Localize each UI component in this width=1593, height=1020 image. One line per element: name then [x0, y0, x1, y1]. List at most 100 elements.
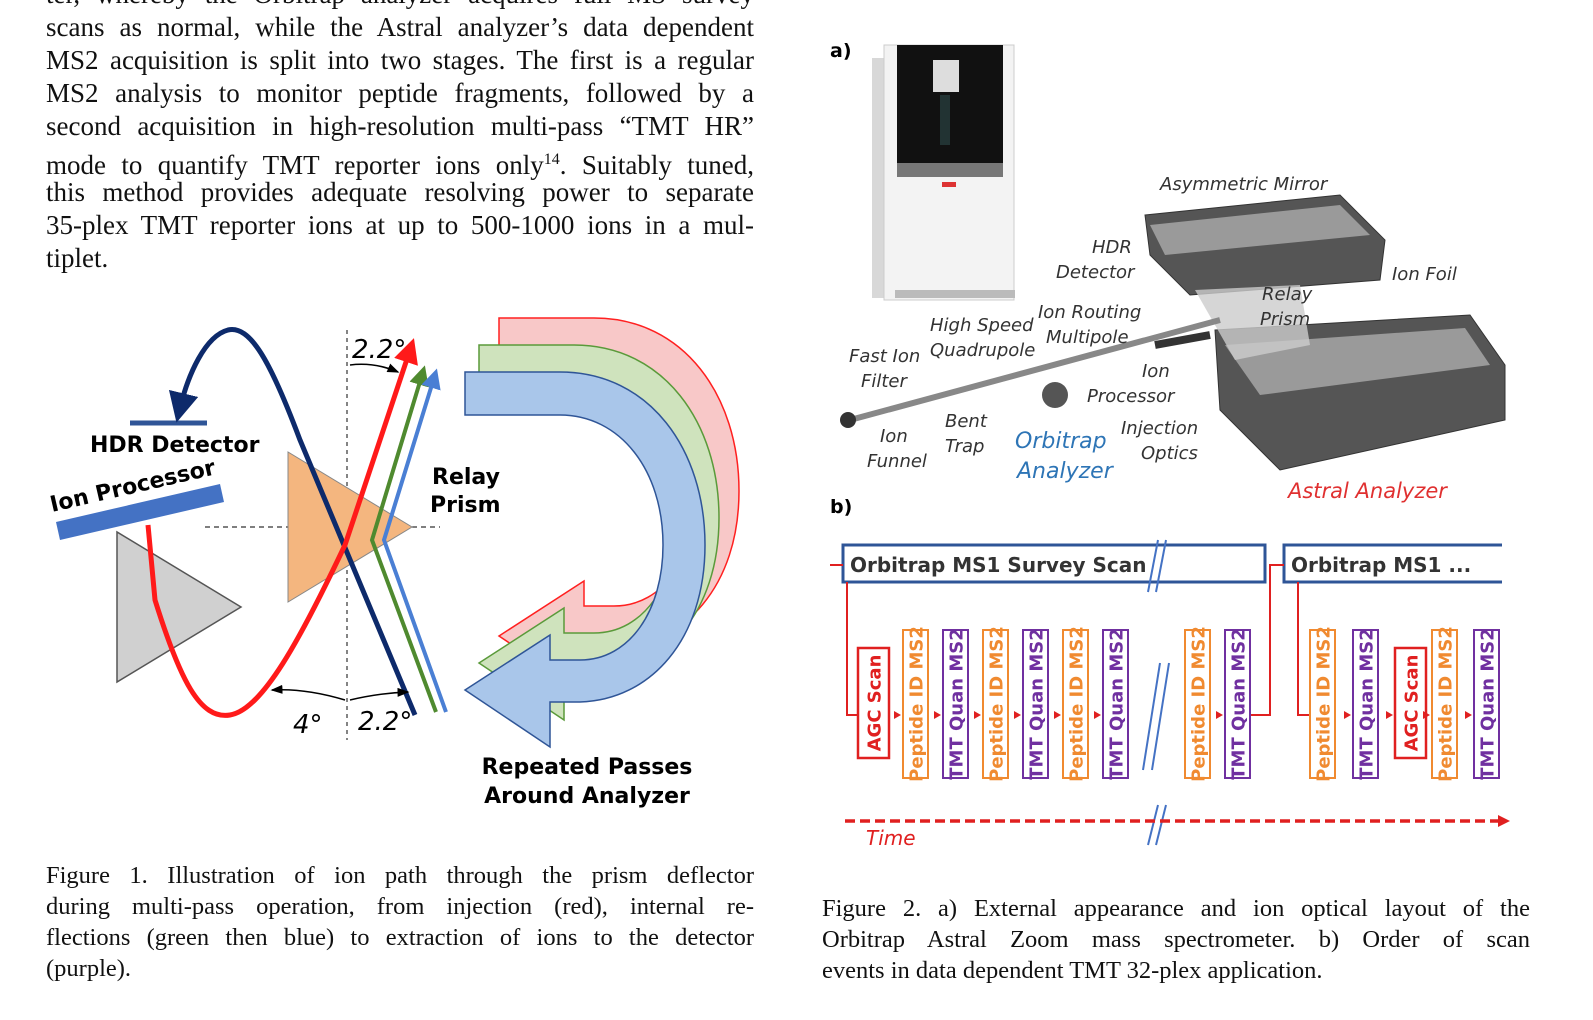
caption-line: events in data dependent TMT 32-plex app… — [822, 957, 1323, 984]
ion-processor-prism — [116, 530, 243, 684]
text-span: mode to quantify TMT reporter ions only — [46, 150, 544, 180]
label-quadrupole: Quadrupole — [930, 340, 1035, 361]
angle-label: 4° — [293, 710, 323, 740]
text-line: this method provides adequate resolving … — [46, 177, 754, 207]
flow-arrow-icon — [1386, 711, 1393, 719]
time-label: Time — [866, 826, 916, 850]
scan-label: AGC Scan — [865, 655, 886, 752]
panel-label-a: a) — [830, 40, 852, 62]
ms1-survey-label: Orbitrap MS1 Survey Scan — [850, 553, 1147, 577]
text-line: second acquisition in high-resolution mu… — [46, 111, 754, 141]
body-paragraph: ter, whereby the Orbitrap analyzer acqui… — [46, 0, 754, 275]
label-quadrupole: High Speed — [930, 315, 1034, 336]
flow-arrows — [830, 564, 1310, 716]
scan-box — [1393, 646, 1428, 760]
scan-box — [1352, 629, 1379, 779]
flow-arrow-icon — [934, 711, 941, 719]
text-line: mode to quantify TMT reporter ions only1… — [46, 143, 754, 180]
relay-prism-label: Relay — [432, 465, 500, 490]
scan-label: TMT Quan MS2 — [1229, 628, 1250, 779]
figure2-diagram: a) b) Asymmetric Mirror HDR Detector Ion… — [830, 40, 1510, 850]
text-line: 35-plex TMT reporter ions at up to 500-1… — [46, 210, 754, 240]
scan-box — [1224, 629, 1251, 779]
angle-arc-top — [349, 363, 400, 373]
text-line: ter, whereby the Orbitrap analyzer acqui… — [46, 0, 754, 11]
relay-prism-label: Prism — [430, 493, 501, 518]
angle-label: 2.2° — [358, 707, 412, 737]
scan-label: Peptide ID MS2 — [1436, 626, 1457, 782]
flow-arrow-icon — [1014, 711, 1021, 719]
label-asymmetric-mirror: Asymmetric Mirror — [1159, 174, 1329, 195]
scan-box — [1102, 629, 1129, 779]
time-arrow-icon — [1498, 815, 1510, 827]
label-ion-processor: Ion — [1142, 361, 1170, 382]
caption-line: Figure 2. a) External appearance and ion… — [822, 895, 1530, 922]
label-astral-analyzer: Astral Analyzer — [1286, 479, 1448, 503]
label-hdr: Detector — [1056, 262, 1136, 283]
label-ion-processor: Processor — [1087, 386, 1176, 407]
text-line: MS2 analysis to monitor peptide fragment… — [46, 78, 754, 108]
scan-box — [1184, 629, 1211, 779]
scan-label: Peptide ID MS2 — [1067, 626, 1088, 782]
scan-label: TMT Quan MS2 — [1357, 628, 1378, 779]
flow-arrow-icon — [894, 711, 901, 719]
scan-box — [1062, 629, 1089, 779]
break-marks — [1142, 539, 1170, 846]
label-bent-trap: Bent — [945, 411, 988, 432]
ms1-next-label: Orbitrap MS1 ... — [1291, 553, 1471, 577]
flow-arrow-icon — [1216, 711, 1223, 719]
label-fast-ion-filter: Filter — [861, 371, 908, 392]
instrument-photo — [872, 44, 1015, 301]
repeated-passes-label: Around Analyzer — [484, 784, 690, 809]
scan-label: Peptide ID MS2 — [907, 626, 928, 782]
label-injection-optics: Injection — [1121, 418, 1198, 439]
extraction-path-purple — [168, 327, 418, 716]
text-line: tiplet. — [46, 243, 109, 273]
scan-box — [1309, 629, 1336, 779]
label-ion-foil: Ion Foil — [1392, 264, 1457, 285]
figure2-caption: Figure 2. a) External appearance and ion… — [822, 893, 1530, 986]
angle-arc-right — [349, 687, 410, 701]
figure1-diagram: 2.2° 4° 2.2° HDR Detector Ion Processor … — [48, 317, 740, 809]
scan-label: TMT Quan MS2 — [1107, 628, 1128, 779]
scan-label: AGC Scan — [1402, 655, 1423, 752]
label-ion-funnel: Ion — [880, 426, 908, 447]
scan-label: TMT Quan MS2 — [1027, 628, 1048, 779]
label-ion-funnel: Funnel — [867, 451, 927, 472]
scan-label: Peptide ID MS2 — [987, 626, 1008, 782]
scan-label: Peptide ID MS2 — [1314, 626, 1335, 782]
text-span: . Suitably tuned, — [559, 150, 754, 180]
scan-label: TMT Quan MS2 — [1478, 628, 1499, 779]
flow-arrow-icon — [1344, 711, 1351, 719]
scan-box — [1431, 629, 1458, 779]
flow-arrow-icon — [1054, 711, 1061, 719]
label-relay-prism: Prism — [1260, 309, 1310, 330]
ion-processor-bar — [56, 484, 224, 540]
label-orbitrap-analyzer: Analyzer — [1015, 459, 1115, 484]
reflection-path-blue — [381, 368, 448, 713]
scan-box — [856, 646, 891, 760]
scan-label: Peptide ID MS2 — [1189, 626, 1210, 782]
flow-arrow-icon — [1094, 711, 1101, 719]
scan-box — [1022, 629, 1049, 779]
scan-box — [1473, 629, 1500, 779]
label-injection-optics: Optics — [1141, 443, 1198, 464]
scan-sequence: AGC Scan Peptide ID MS2 TMT Quan MS2 Peptid… — [856, 626, 1500, 782]
repeated-passes-label: Repeated Passes — [482, 755, 693, 780]
citation: 14 — [543, 151, 560, 168]
scan-box — [982, 629, 1009, 779]
label-ion-routing: Multipole — [1046, 327, 1129, 348]
hdr-detector-label: HDR Detector — [90, 433, 260, 458]
scan-label: TMT Quan MS2 — [947, 628, 968, 779]
figure1-caption: Figure 1. Illustration of ion path throu… — [46, 860, 754, 984]
flow-arrow-icon — [974, 711, 981, 719]
angle-arc-left — [270, 684, 346, 701]
label-bent-trap: Trap — [945, 436, 984, 457]
injection-path-red — [145, 338, 418, 718]
astral-analyzer-drawing — [840, 194, 1506, 471]
scan-box — [942, 629, 969, 779]
label-hdr: HDR — [1092, 237, 1132, 258]
label-fast-ion-filter: Fast Ion — [849, 346, 920, 367]
caption-line: (purple). — [46, 955, 132, 982]
label-relay-prism: Relay — [1262, 284, 1313, 305]
